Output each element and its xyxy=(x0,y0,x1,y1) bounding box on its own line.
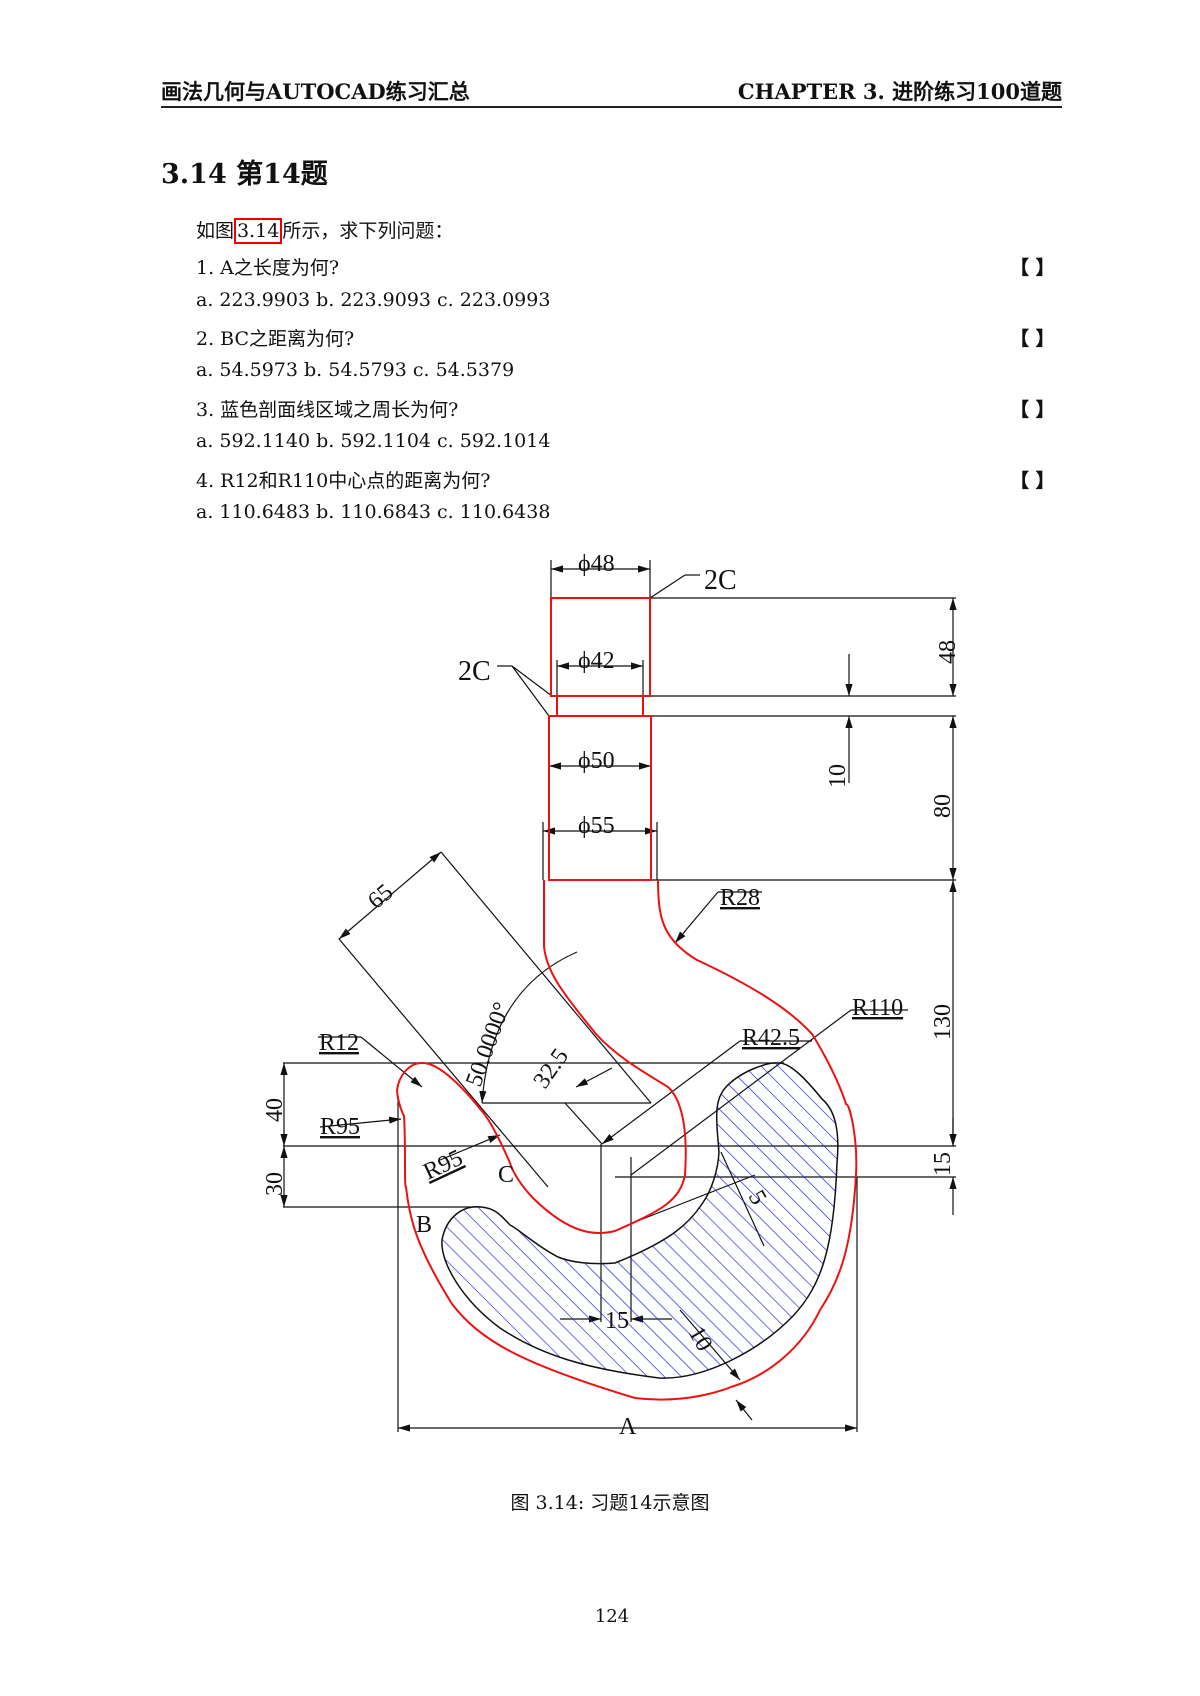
intro-after: 所示，求下列问题： xyxy=(282,220,454,242)
dim-15: 15 xyxy=(930,1152,956,1176)
dim-40: 40 xyxy=(262,1098,288,1122)
hatched-region xyxy=(441,1062,839,1379)
answer-bracket-3[interactable]: 【 】 xyxy=(1010,399,1055,421)
dim-a: A xyxy=(619,1414,637,1440)
dim-130: 130 xyxy=(930,1004,956,1040)
intro-before: 如图 xyxy=(196,220,235,242)
question-2: 2. BC之距离为何? xyxy=(196,328,355,350)
dim-phi55: ϕ55 xyxy=(578,813,615,839)
dim-phi50: ϕ50 xyxy=(578,748,615,774)
dim-phi42: ϕ42 xyxy=(578,648,615,674)
radius-r110: R110 xyxy=(852,995,903,1021)
radius-r12: R12 xyxy=(319,1030,359,1056)
figure-ref-link[interactable]: 3.14 xyxy=(234,218,283,244)
options-1: a. 223.9903 b. 223.9093 c. 223.0993 xyxy=(196,289,551,311)
dim-phi48: ϕ48 xyxy=(578,551,615,577)
question-1: 1. A之长度为何? xyxy=(196,257,340,279)
point-b: B xyxy=(416,1212,432,1238)
radius-r28: R28 xyxy=(720,885,760,911)
question-3: 3. 蓝色剖面线区域之周长为何? xyxy=(196,399,459,421)
answer-bracket-2[interactable]: 【 】 xyxy=(1010,328,1055,350)
radius-r95-inner: R95 xyxy=(420,1145,467,1185)
header-rule xyxy=(161,106,1062,108)
answer-bracket-1[interactable]: 【 】 xyxy=(1010,257,1055,279)
dim-30: 30 xyxy=(262,1172,288,1196)
dim-32-5: 32.5 xyxy=(529,1044,574,1093)
answer-bracket-4[interactable]: 【 】 xyxy=(1010,470,1055,492)
chamfer-top-label: 2C xyxy=(704,565,737,596)
options-4: a. 110.6483 b. 110.6843 c. 110.6438 xyxy=(196,501,551,523)
header-left: 画法几何与AUTOCAD练习汇总 xyxy=(161,79,470,104)
figure-caption: 图 3.14: 习题14示意图 xyxy=(510,1492,710,1514)
dim-angle: 50.0000° xyxy=(461,999,515,1090)
options-3: a. 592.1140 b. 592.1104 c. 592.1014 xyxy=(196,430,551,452)
point-c: C xyxy=(498,1162,514,1188)
radius-r42-5: R42.5 xyxy=(742,1025,800,1051)
dim-10: 10 xyxy=(825,764,851,788)
question-4: 4. R12和R110中心点的距离为何? xyxy=(196,470,491,492)
dim-80: 80 xyxy=(930,794,956,818)
radius-r95-outer: R95 xyxy=(320,1114,360,1140)
header-right: CHAPTER 3. 进阶练习100道题 xyxy=(737,79,1062,104)
dim-65: 65 xyxy=(363,879,398,914)
hook-outline xyxy=(395,597,858,1401)
dim-48: 48 xyxy=(935,640,961,664)
section-title: 3.14 第14题 xyxy=(161,159,328,190)
options-2: a. 54.5973 b. 54.5793 c. 54.5379 xyxy=(196,359,515,381)
dim-15-horizontal: 15 xyxy=(605,1308,629,1334)
chamfer-left-label: 2C xyxy=(458,656,491,687)
page-number: 124 xyxy=(594,1606,630,1627)
